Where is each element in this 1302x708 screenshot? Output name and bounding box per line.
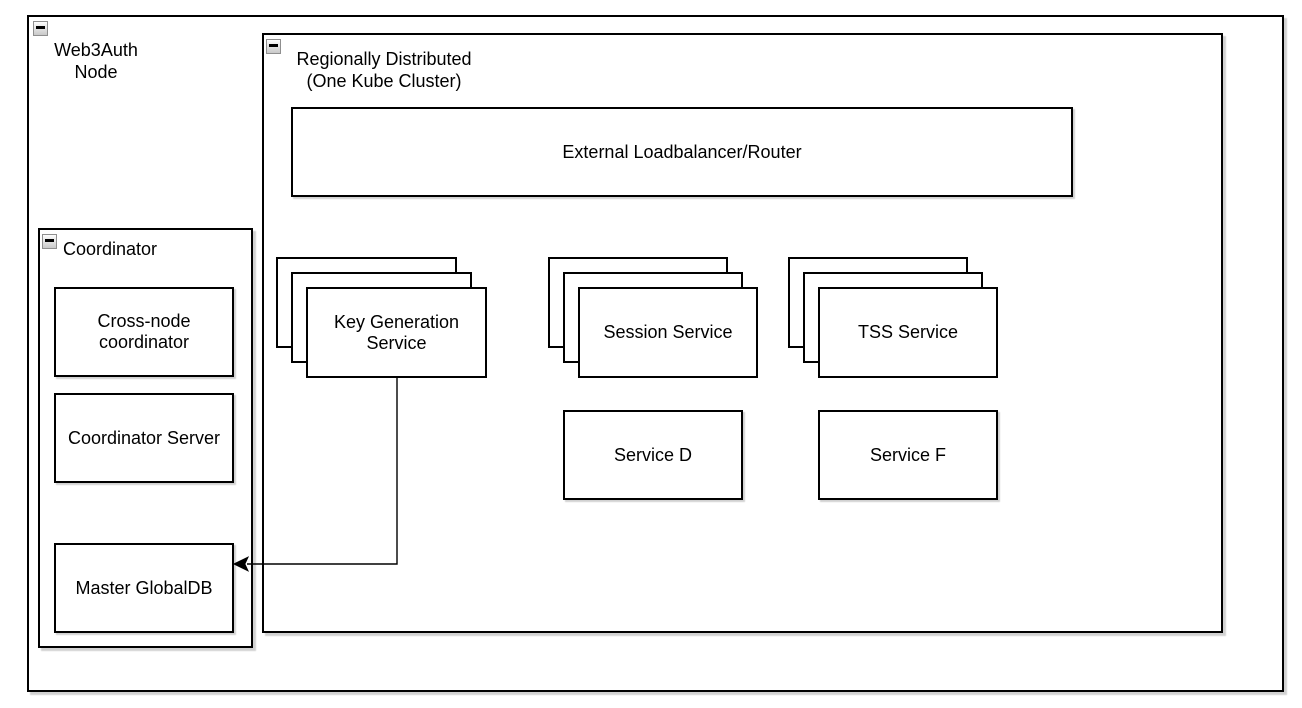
key-generation-service-box: Key Generation Service xyxy=(306,287,487,378)
session-service-label: Session Service xyxy=(603,322,733,342)
key-generation-service-label: Key Generation Service xyxy=(333,311,460,353)
web3auth-node-label: Web3Auth Node xyxy=(54,40,138,82)
minus-glyph xyxy=(45,239,54,242)
regional-cluster-label: Regionally Distributed (One Kube Cluster… xyxy=(296,49,472,91)
tss-service-stack: TSS Service xyxy=(788,257,1000,379)
coordinator-server-label: Coordinator Server xyxy=(67,427,221,448)
service-f-box: Service F xyxy=(818,410,998,500)
service-f-label: Service F xyxy=(869,444,947,465)
regional-cluster-container: Regionally Distributed (One Kube Cluster… xyxy=(262,33,1223,633)
tss-service-box: TSS Service xyxy=(818,287,998,378)
master-globaldb-box: Master GlobalDB xyxy=(54,543,234,633)
external-loadbalancer-box: External Loadbalancer/Router xyxy=(291,107,1073,197)
minus-glyph xyxy=(36,26,45,29)
service-d-label: Service D xyxy=(613,444,693,465)
coordinator-label: Coordinator xyxy=(63,239,158,259)
tss-service-label: TSS Service xyxy=(857,322,959,342)
collapse-minus-icon[interactable] xyxy=(42,234,57,249)
session-service-box: Session Service xyxy=(578,287,758,378)
collapse-minus-icon[interactable] xyxy=(33,21,48,36)
external-loadbalancer-label: External Loadbalancer/Router xyxy=(562,141,802,162)
key-generation-service-stack: Key Generation Service xyxy=(276,257,488,379)
master-globaldb-label: Master GlobalDB xyxy=(75,577,213,598)
minus-glyph xyxy=(269,44,278,47)
web3auth-node-container: Web3Auth Node Regionally Distributed (On… xyxy=(27,15,1284,692)
collapse-minus-icon[interactable] xyxy=(266,39,281,54)
cross-node-coordinator-label: Cross-node coordinator xyxy=(97,311,191,352)
cross-node-coordinator-box: Cross-node coordinator xyxy=(54,287,234,377)
coordinator-container: Coordinator Cross-node coordinator Coord… xyxy=(38,228,253,648)
service-d-box: Service D xyxy=(563,410,743,500)
session-service-stack: Session Service xyxy=(548,257,760,379)
coordinator-server-box: Coordinator Server xyxy=(54,393,234,483)
